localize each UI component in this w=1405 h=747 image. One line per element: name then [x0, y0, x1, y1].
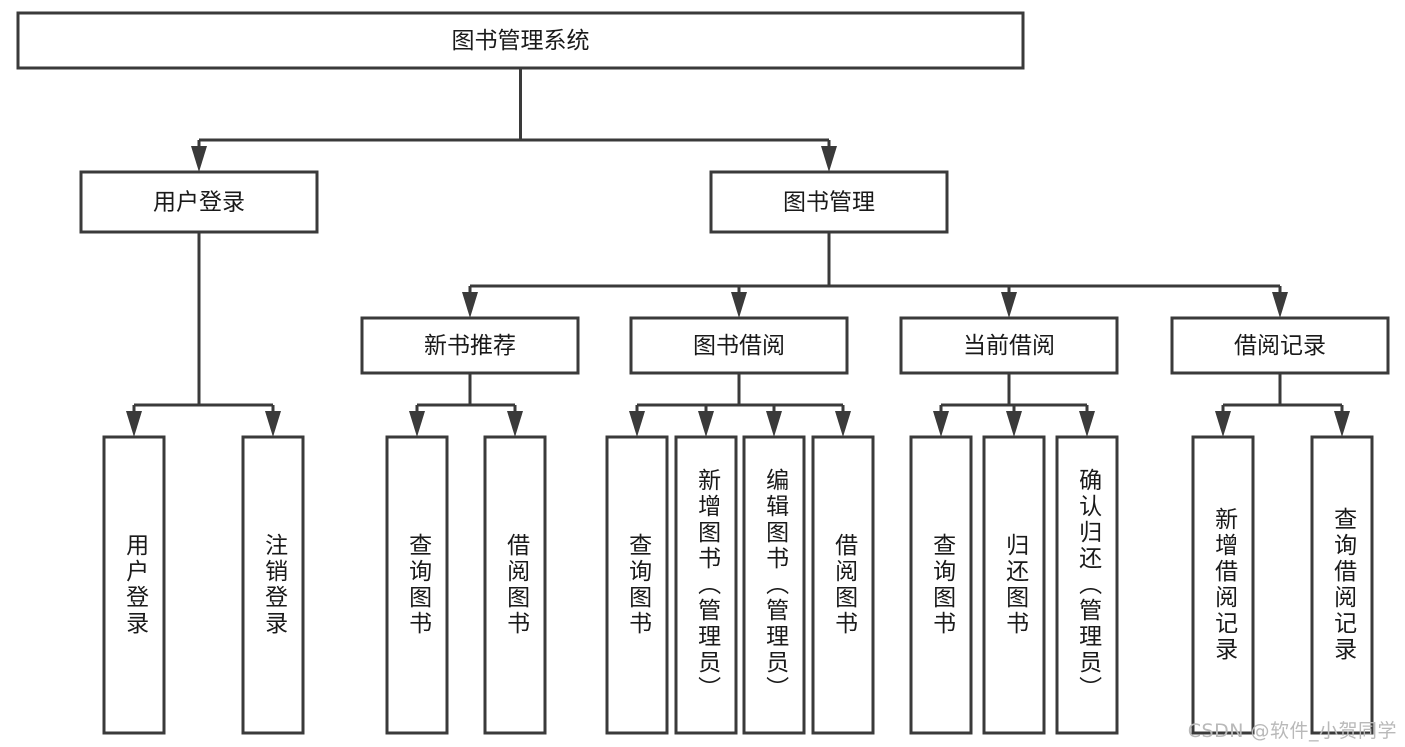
node-box-book-management[interactable] — [709, 170, 949, 234]
leaf-box-leaf-borrow-book[interactable] — [811, 435, 875, 735]
node-box-new-book-recommend[interactable] — [360, 316, 580, 375]
leaf-box-leaf-borrow-book-recommend[interactable] — [483, 435, 547, 735]
arrow-borrow-records — [1272, 292, 1288, 318]
node-box-current-borrow[interactable] — [899, 316, 1119, 375]
arrow-book-borrow — [731, 292, 747, 318]
arrow-leaf-borrow-book — [835, 411, 851, 437]
leaf-box-leaf-add-borrow-record[interactable] — [1191, 435, 1255, 735]
arrow-new-book-recommend — [462, 292, 478, 318]
arrow-leaf-logout — [265, 411, 281, 437]
arrow-leaf-query-book-recommend — [409, 411, 425, 437]
node-box-book-borrow[interactable] — [629, 316, 849, 375]
leaf-box-leaf-return-book[interactable] — [982, 435, 1046, 735]
node-box-borrow-records[interactable] — [1170, 316, 1390, 375]
arrow-book-management — [821, 146, 837, 172]
leaf-box-leaf-edit-book[interactable] — [742, 435, 806, 735]
arrow-leaf-edit-book — [766, 411, 782, 437]
leaf-box-leaf-query-borrow-record[interactable] — [1310, 435, 1374, 735]
connectors-layer — [126, 68, 1350, 437]
node-label-borrow-records: 借阅记录 — [1234, 333, 1326, 359]
arrow-user-login — [191, 146, 207, 172]
node-label-book-management: 图书管理 — [783, 190, 875, 216]
node-label-new-book-recommend: 新书推荐 — [424, 333, 516, 359]
arrow-leaf-borrow-book-recommend — [507, 411, 523, 437]
arrow-leaf-add-borrow-record — [1215, 411, 1231, 437]
node-label-root: 图书管理系统 — [452, 28, 590, 54]
arrow-current-borrow — [1001, 292, 1017, 318]
leaf-box-leaf-logout[interactable] — [241, 435, 305, 735]
arrow-leaf-confirm-return — [1079, 411, 1095, 437]
leaf-box-leaf-query-book-recommend[interactable] — [385, 435, 449, 735]
arrow-leaf-query-borrow-record — [1334, 411, 1350, 437]
boxes-layer — [16, 11, 1390, 735]
arrow-leaf-user-login — [126, 411, 142, 437]
leaf-box-leaf-add-book[interactable] — [674, 435, 738, 735]
leaf-box-leaf-query-book-current[interactable] — [909, 435, 973, 735]
node-label-current-borrow: 当前借阅 — [963, 333, 1055, 359]
node-box-root[interactable] — [16, 11, 1025, 70]
node-label-user-login: 用户登录 — [153, 190, 245, 216]
arrow-leaf-return-book — [1006, 411, 1022, 437]
leaf-box-leaf-query-book-borrow[interactable] — [605, 435, 669, 735]
arrow-leaf-add-book — [698, 411, 714, 437]
watermark-text: CSDN @软件_小贺同学 — [1187, 720, 1397, 742]
node-label-book-borrow: 图书借阅 — [693, 333, 785, 359]
node-box-user-login[interactable] — [79, 170, 319, 234]
leaf-box-leaf-user-login[interactable] — [102, 435, 166, 735]
leaf-box-leaf-confirm-return[interactable] — [1055, 435, 1119, 735]
arrow-leaf-query-book-current — [933, 411, 949, 437]
arrow-leaf-query-book-borrow — [629, 411, 645, 437]
